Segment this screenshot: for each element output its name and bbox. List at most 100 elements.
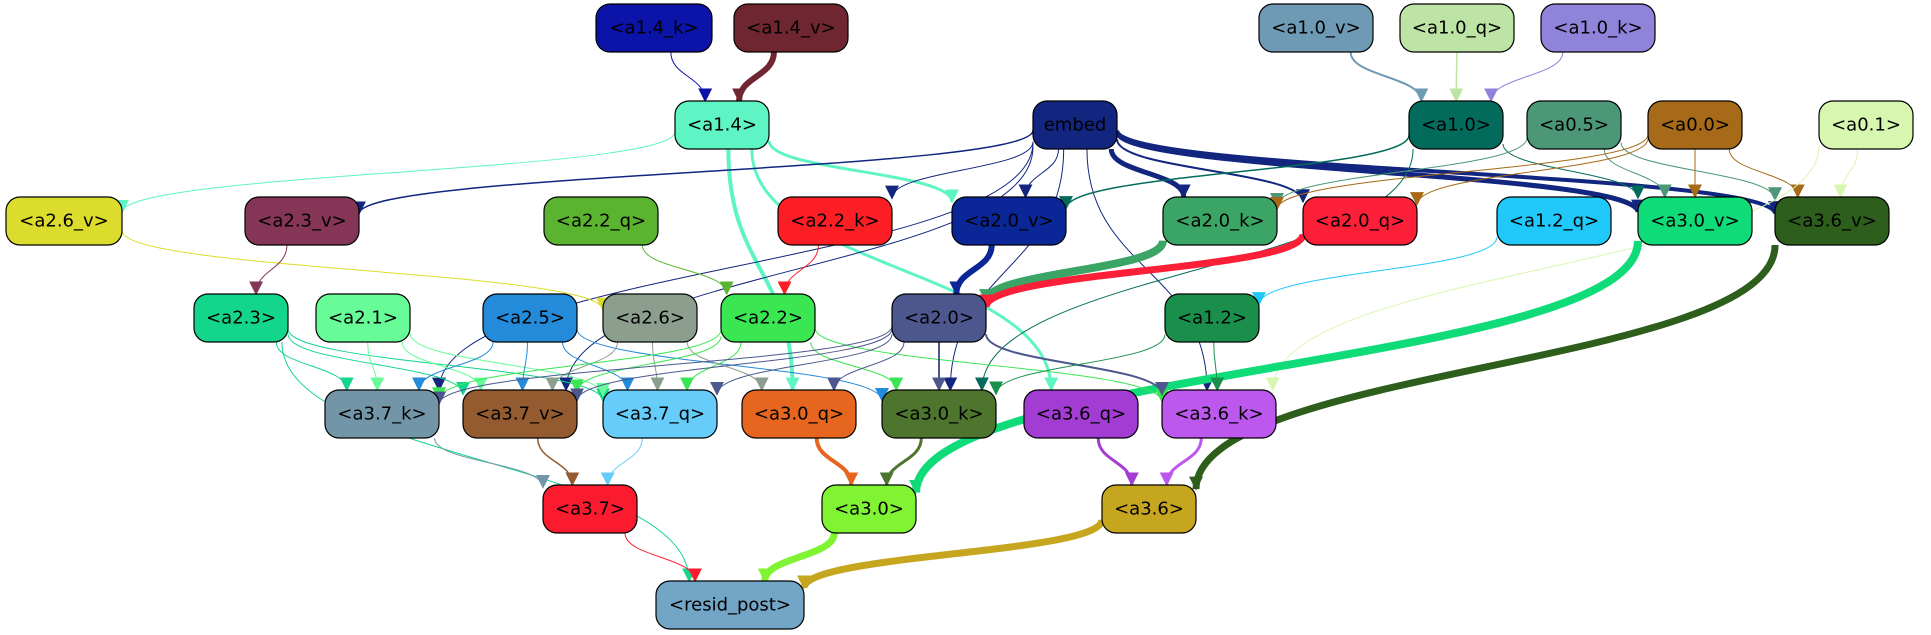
node-a2-0-q[interactable]: <a2.0_q> xyxy=(1302,196,1418,246)
node-label: <a3.7_v> xyxy=(475,404,564,425)
node-a3-6-v[interactable]: <a3.6_v> xyxy=(1774,196,1890,246)
node-embed[interactable]: embed xyxy=(1032,100,1118,150)
node-resid-post[interactable]: <resid_post> xyxy=(655,580,805,630)
node-a3-0-k[interactable]: <a3.0_k> xyxy=(881,389,997,439)
edge-a3-7-to-resid-post xyxy=(624,532,702,583)
node-a1-0-k[interactable]: <a1.0_k> xyxy=(1540,3,1656,53)
node-label: <a2.6_v> xyxy=(19,211,108,232)
edge-a1-0-q-to-a1-0 xyxy=(1449,51,1464,103)
edge-a1-2-to-a3-6-k xyxy=(1210,341,1225,392)
node-label: <a0.5> xyxy=(1539,115,1609,136)
node-a1-4-v[interactable]: <a1.4_v> xyxy=(733,3,849,53)
node-box xyxy=(1164,293,1260,343)
node-a3-0-q[interactable]: <a3.0_q> xyxy=(741,389,857,439)
node-box xyxy=(1818,100,1914,150)
node-box xyxy=(741,389,857,439)
edge-a1-0-v-to-a1-0 xyxy=(1349,51,1429,103)
edge-a2-6-v-to-a2-6 xyxy=(121,230,610,312)
node-label: <a1.0> xyxy=(1421,115,1491,136)
node-a2-3-v[interactable]: <a2.3_v> xyxy=(244,196,360,246)
node-a0-0[interactable]: <a0.0> xyxy=(1647,100,1743,150)
node-a2-2[interactable]: <a2.2> xyxy=(720,293,816,343)
edge-a3-0-v-to-a3-0 xyxy=(909,240,1642,495)
node-label: <a2.0> xyxy=(904,308,974,329)
node-label: <a2.0_q> xyxy=(1315,211,1405,232)
node-a3-6-k[interactable]: <a3.6_k> xyxy=(1161,389,1277,439)
edge-a2-2-to-a3-7-q xyxy=(680,341,742,392)
node-a3-6-q[interactable]: <a3.6_q> xyxy=(1023,389,1139,439)
node-box xyxy=(1023,389,1139,439)
node-box xyxy=(1258,3,1374,53)
node-box xyxy=(244,196,360,246)
node-label: <a3.7_k> xyxy=(337,404,426,425)
node-label: <a1.0_v> xyxy=(1271,18,1360,39)
node-a2-6-v[interactable]: <a2.6_v> xyxy=(5,196,123,246)
node-label: <a1.0_q> xyxy=(1412,18,1502,39)
edge-a2-3-v-to-a2-3 xyxy=(249,244,288,296)
node-box xyxy=(1032,100,1118,150)
node-a0-1[interactable]: <a0.1> xyxy=(1818,100,1914,150)
edge-a2-2-to-a3-7-k xyxy=(432,329,722,402)
edge-a0-0-to-a2-0-q xyxy=(1410,138,1649,207)
node-a3-0[interactable]: <a3.0> xyxy=(821,484,917,534)
node-a2-2-q[interactable]: <a2.2_q> xyxy=(543,196,659,246)
node-label: <a2.3_v> xyxy=(257,211,346,232)
node-label: <a2.2_q> xyxy=(556,211,646,232)
node-a2-1[interactable]: <a2.1> xyxy=(315,293,411,343)
edge-a2-0-q-to-a2-0 xyxy=(979,232,1307,309)
node-box xyxy=(1540,3,1656,53)
node-a1-2-q[interactable]: <a1.2_q> xyxy=(1496,196,1612,246)
edge-a2-0-v-to-a2-0 xyxy=(949,244,995,296)
node-a2-0-v[interactable]: <a2.0_v> xyxy=(951,196,1067,246)
edge-embed-to-a2-3-v xyxy=(352,129,1034,216)
node-a2-0-k[interactable]: <a2.0_k> xyxy=(1162,196,1278,246)
node-label: embed xyxy=(1044,115,1107,136)
edge-a0-0-to-a2-0-k xyxy=(1270,134,1649,211)
node-box xyxy=(602,293,698,343)
edge-embed-to-a3-0-k xyxy=(943,148,1065,392)
edge-a3-0-k-to-a3-0 xyxy=(879,437,923,487)
node-a3-7[interactable]: <a3.7> xyxy=(542,484,638,534)
edge-a2-2-to-a3-6-k xyxy=(814,327,1169,404)
node-a1-4-k[interactable]: <a1.4_k> xyxy=(595,3,713,53)
node-box xyxy=(1647,100,1743,150)
edge-a2-1-to-a3-7-q xyxy=(409,333,610,397)
node-box xyxy=(1101,484,1197,534)
node-a3-7-v[interactable]: <a3.7_v> xyxy=(462,389,578,439)
node-a2-3[interactable]: <a2.3> xyxy=(193,293,289,343)
node-a1-0[interactable]: <a1.0> xyxy=(1408,100,1504,150)
node-a2-5[interactable]: <a2.5> xyxy=(482,293,578,343)
edge-a1-2-to-a3-0-k xyxy=(989,334,1166,396)
node-label: <a3.0_k> xyxy=(894,404,983,425)
edge-a2-0-to-a3-7-k xyxy=(432,325,893,406)
node-label: <a1.0_k> xyxy=(1553,18,1642,39)
node-a3-7-k[interactable]: <a3.7_k> xyxy=(324,389,440,439)
edge-a2-0-to-a3-6-k xyxy=(985,333,1169,396)
edge-a2-2-k-to-a2-2 xyxy=(777,244,819,296)
node-a1-0-v[interactable]: <a1.0_v> xyxy=(1258,3,1374,53)
node-label: <a3.0> xyxy=(834,499,904,520)
node-box xyxy=(733,3,849,53)
node-a3-6[interactable]: <a3.6> xyxy=(1101,484,1197,534)
node-box xyxy=(543,196,659,246)
node-box xyxy=(821,484,917,534)
node-a1-4[interactable]: <a1.4> xyxy=(674,100,770,150)
node-a1-0-q[interactable]: <a1.0_q> xyxy=(1399,3,1515,53)
node-label: <a2.5> xyxy=(495,308,565,329)
node-a2-2-k[interactable]: <a2.2_k> xyxy=(777,196,893,246)
node-layer: <a1.4_k> <a1.4_v> <a1.0_v> <a1.0_q> <a1.0_k>… xyxy=(5,3,1914,630)
edge-a0-5-to-a3-0-v xyxy=(1603,148,1672,199)
node-label: <a3.6_q> xyxy=(1036,404,1126,425)
node-box xyxy=(881,389,997,439)
node-a2-6[interactable]: <a2.6> xyxy=(602,293,698,343)
node-a0-5[interactable]: <a0.5> xyxy=(1526,100,1622,150)
node-box xyxy=(1302,196,1418,246)
node-a2-0[interactable]: <a2.0> xyxy=(891,293,987,343)
node-label: <a3.6_v> xyxy=(1787,211,1876,232)
node-a3-0-v[interactable]: <a3.0_v> xyxy=(1637,196,1753,246)
edge-a0-1-to-a3-6-k xyxy=(1265,145,1820,392)
edge-a2-1-to-a3-7-k xyxy=(367,341,385,392)
node-a3-7-q[interactable]: <a3.7_q> xyxy=(602,389,718,439)
node-label: <a1.4_k> xyxy=(609,18,698,39)
node-a1-2[interactable]: <a1.2> xyxy=(1164,293,1260,343)
